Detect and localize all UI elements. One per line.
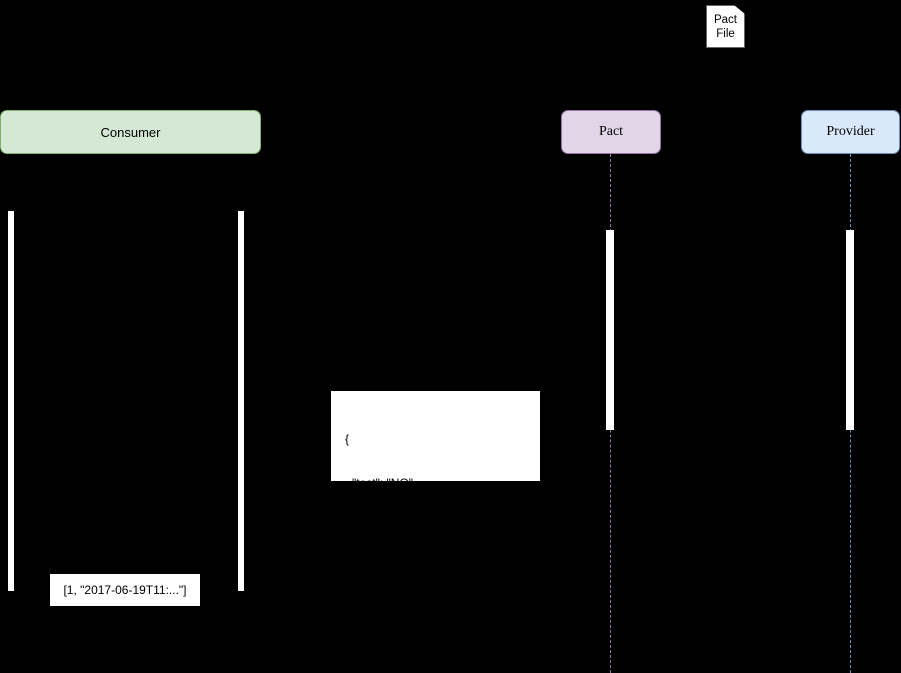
array-payload-note[interactable]: [1, "2017-06-19T11:..."]	[50, 574, 200, 606]
json-note-line-4: "count": 1000	[352, 562, 424, 577]
participant-provider[interactable]: Provider	[801, 110, 900, 154]
participant-provider-label: Provider	[826, 124, 875, 139]
json-note-line-5: }	[345, 606, 350, 620]
json-note-line-1: {	[345, 432, 350, 446]
pact-file-note-line-1: Pact	[713, 13, 737, 26]
json-note-line-3: "validDate": "2017-06-19T11:...",	[352, 519, 524, 533]
activation-bar-provider	[846, 230, 854, 430]
participant-consumer[interactable]: Consumer	[0, 110, 261, 154]
activation-bar-consumer-right	[238, 211, 244, 591]
participant-consumer-label: Consumer	[100, 124, 161, 140]
activation-bar-pact	[606, 230, 614, 430]
participant-pact-label: Pact	[598, 124, 624, 139]
activation-bar-consumer-left	[8, 211, 14, 591]
document-icon	[706, 5, 745, 48]
participant-pact[interactable]: Pact	[561, 110, 661, 154]
pact-file-note-text: Pact File	[706, 5, 745, 48]
json-payload-note[interactable]: { "test": "NO", "validDate": "2017-06-19…	[331, 391, 540, 620]
array-payload-note-text: [1, "2017-06-19T11:..."]	[63, 583, 187, 597]
json-note-line-2: "test": "NO",	[352, 475, 417, 490]
pact-file-note-line-2: File	[716, 27, 735, 40]
pact-file-note[interactable]: Pact File	[706, 5, 745, 48]
document-fold-corner-icon	[734, 5, 745, 14]
